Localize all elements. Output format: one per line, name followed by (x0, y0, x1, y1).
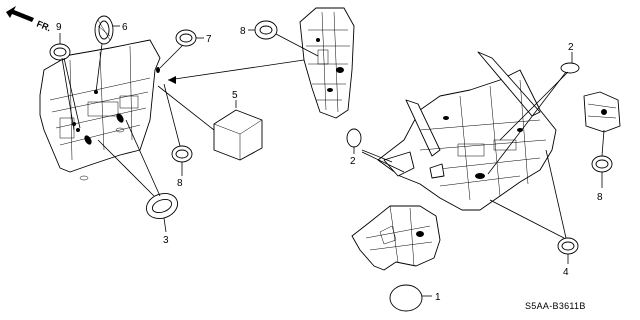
callout-5: 5 (232, 90, 238, 101)
part-9-grommet: 9 (49, 22, 81, 131)
side-panel-right (583, 91, 621, 133)
leader-arrowhead (168, 76, 176, 84)
part-7-grommet: 7 (159, 29, 212, 69)
part-8-grommet-right: 8 (591, 129, 613, 203)
callout-9: 9 (56, 22, 62, 33)
dashboard-panel-left (39, 39, 161, 181)
part-4-grommet: 4 (489, 149, 579, 278)
callout-2-right: 2 (568, 42, 574, 53)
callout-6: 6 (122, 22, 128, 33)
arrow-icon (6, 6, 34, 22)
pillar-panel-center (299, 7, 355, 119)
callout-8-left: 8 (177, 178, 183, 189)
part-8-grommet-top: 8 (240, 20, 319, 57)
callout-2-center: 2 (350, 156, 356, 167)
wheelhouse-panel-lower (351, 205, 441, 271)
direction-label: FR. (35, 19, 52, 34)
diagram-code: S5AA-B3611B (525, 301, 586, 311)
floor-shell-right (377, 51, 557, 211)
part-6-grommet: 6 (94, 15, 128, 93)
callout-8-right: 8 (597, 192, 603, 203)
part-1-cap: 1 (389, 284, 441, 312)
leader-pillar-to-panel (167, 59, 305, 81)
callout-7: 7 (206, 34, 212, 45)
part-2-seal-right: 2 (487, 42, 580, 175)
part-5-pad: 5 (157, 85, 263, 161)
part-3-grommet: 3 (97, 119, 179, 246)
callout-1: 1 (435, 292, 441, 303)
part-8-grommet-left: 8 (163, 83, 193, 189)
callout-8-top: 8 (240, 26, 246, 37)
callout-4: 4 (563, 267, 569, 278)
callout-3: 3 (163, 235, 169, 246)
front-direction-arrow: FR. (6, 6, 52, 33)
part-2-seal-center: 2 (346, 128, 405, 173)
